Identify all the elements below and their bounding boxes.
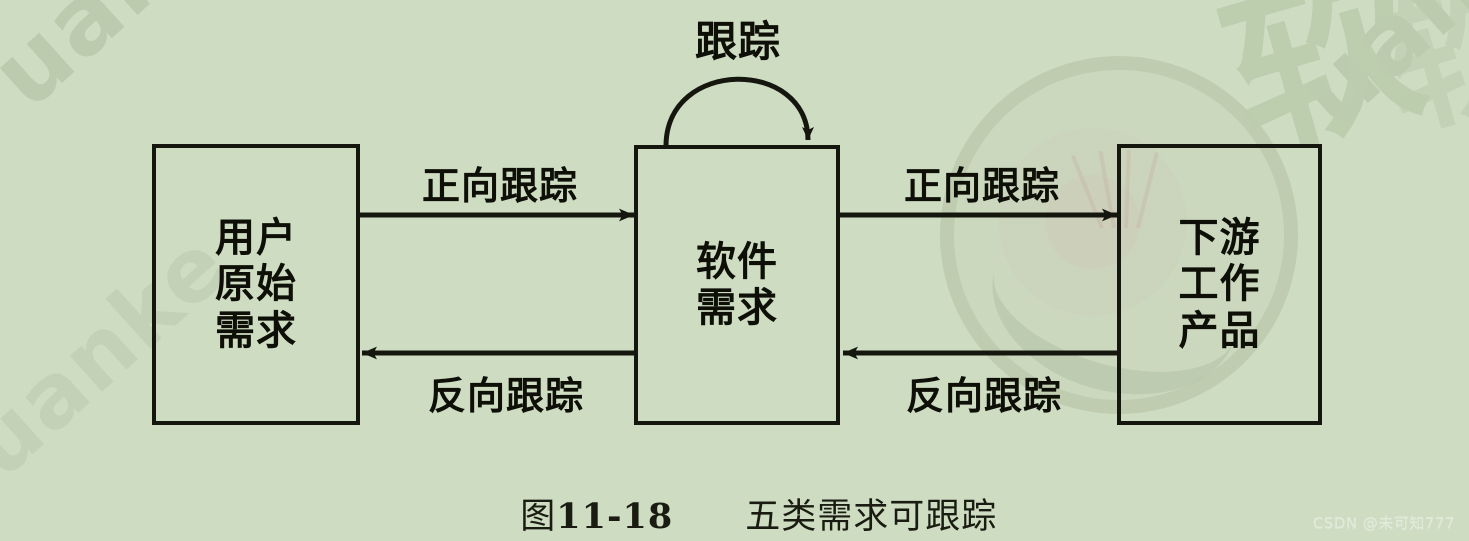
edge-label-self-loop: 跟踪 bbox=[694, 17, 781, 66]
edge-label-backward-left: 反向跟踪 bbox=[427, 374, 584, 418]
caption-number: 11-18 bbox=[556, 496, 674, 537]
node-software-requirements[interactable]: 软件 需求 bbox=[634, 145, 840, 425]
edge-label-forward-right: 正向跟踪 bbox=[903, 164, 1060, 208]
node-label: 软件 需求 bbox=[696, 238, 778, 331]
node-downstream-work-products[interactable]: 下游 工作 产品 bbox=[1117, 144, 1322, 425]
caption-gap bbox=[673, 497, 745, 537]
figure-caption: 图11-18 五类需求可跟踪 bbox=[0, 448, 1469, 541]
edge-self-loop bbox=[663, 76, 814, 147]
node-label: 用户 原始 需求 bbox=[215, 214, 297, 354]
edge-label-forward-left: 正向跟踪 bbox=[421, 164, 578, 208]
node-label: 下游 工作 产品 bbox=[1178, 214, 1261, 354]
edge-label-backward-right: 反向跟踪 bbox=[905, 374, 1062, 418]
node-user-original-requirements[interactable]: 用户 原始 需求 bbox=[152, 144, 360, 425]
caption-title: 五类需求可跟踪 bbox=[745, 497, 998, 537]
caption-prefix: 图 bbox=[520, 497, 557, 537]
